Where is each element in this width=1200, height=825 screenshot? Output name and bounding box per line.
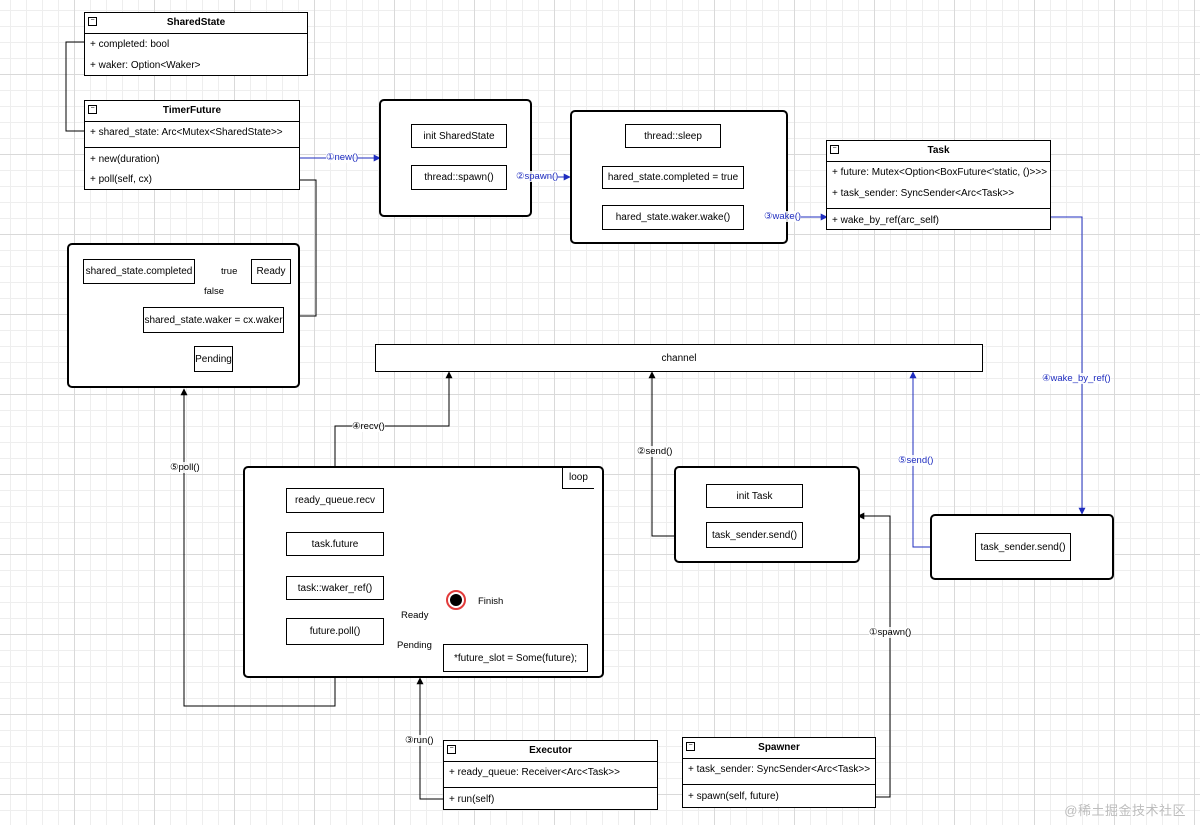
edge-label-ready: Ready bbox=[401, 610, 429, 621]
box-task-sender-send[interactable]: task_sender.send() bbox=[706, 522, 803, 548]
edge-label-recv: ④recv() bbox=[352, 421, 385, 432]
collapse-icon[interactable]: − bbox=[88, 105, 97, 114]
class-field: + waker: Option<Waker> bbox=[90, 60, 201, 71]
class-method: + wake_by_ref(arc_self) bbox=[827, 208, 1050, 230]
class-field: + ready_queue: Receiver<Arc<Task>> bbox=[449, 767, 620, 778]
class-method: + run(self) bbox=[444, 787, 657, 809]
loop-tag: loop bbox=[562, 468, 594, 489]
finish-state-icon bbox=[446, 590, 466, 610]
edge-sharedstate-timerfuture bbox=[65, 41, 86, 132]
class-method: + poll(self, cx) bbox=[90, 174, 152, 185]
collapse-icon[interactable]: − bbox=[830, 145, 839, 154]
box-init-task[interactable]: init Task bbox=[706, 484, 803, 508]
box-poll-pending[interactable]: Pending bbox=[194, 346, 233, 372]
edge-label-true: true bbox=[221, 266, 238, 277]
edge-label-wake-by-ref: ④wake_by_ref() bbox=[1042, 373, 1111, 384]
box-thread-spawn[interactable]: thread::spawn() bbox=[411, 165, 507, 190]
box-task-waker-ref[interactable]: task::waker_ref() bbox=[286, 576, 384, 600]
class-executor[interactable]: − Executor + ready_queue: Receiver<Arc<Ta… bbox=[443, 740, 658, 810]
class-field: + task_sender: SyncSender<Arc<Task>> bbox=[832, 188, 1015, 199]
edge-label-false: false bbox=[204, 286, 225, 297]
class-timer-future[interactable]: − TimerFuture + shared_state: Arc<Mutex<S… bbox=[84, 100, 300, 190]
edge-label-spawn: ②spawn() bbox=[516, 171, 559, 182]
class-header: − Task bbox=[827, 141, 1050, 162]
class-title: Executor bbox=[529, 745, 572, 756]
box-poll-completed[interactable]: shared_state.completed bbox=[83, 259, 195, 284]
watermark: @稀土掘金技术社区 bbox=[1064, 803, 1186, 818]
class-spawner[interactable]: − Spawner + task_sender: SyncSender<Arc<T… bbox=[682, 737, 876, 808]
edge-label-new: ①new() bbox=[326, 152, 359, 163]
collapse-icon[interactable]: − bbox=[686, 742, 695, 751]
group-timer-new[interactable] bbox=[379, 99, 532, 217]
edge-label-send: ②send() bbox=[637, 446, 673, 457]
class-task[interactable]: − Task + future: Mutex<Option<BoxFuture<'… bbox=[826, 140, 1051, 230]
edge-label-wake: ③wake() bbox=[764, 211, 802, 222]
edge-label-spawn1: ①spawn() bbox=[869, 627, 912, 638]
edge-label-send5: ⑤send() bbox=[898, 455, 934, 466]
class-method: + new(duration) bbox=[85, 147, 299, 169]
box-init-shared-state[interactable]: init SharedState bbox=[411, 124, 507, 148]
box-ready-queue-recv[interactable]: ready_queue.recv bbox=[286, 488, 384, 513]
box-thread-sleep[interactable]: thread::sleep bbox=[625, 124, 721, 148]
box-task-future[interactable]: task.future bbox=[286, 532, 384, 556]
class-field: + future: Mutex<Option<BoxFuture<'static… bbox=[832, 167, 1048, 178]
box-poll-ready[interactable]: Ready bbox=[251, 259, 291, 284]
class-title: SharedState bbox=[166, 17, 226, 28]
class-title: Spawner bbox=[758, 742, 800, 753]
class-header: − SharedState bbox=[85, 13, 307, 34]
box-channel[interactable]: channel bbox=[375, 344, 983, 372]
edge-label-pending: Pending bbox=[397, 640, 432, 651]
box-future-poll[interactable]: future.poll() bbox=[286, 618, 384, 645]
class-header: − TimerFuture bbox=[85, 101, 299, 122]
group-spawn-task[interactable] bbox=[674, 466, 860, 563]
class-title: TimerFuture bbox=[162, 105, 222, 116]
class-field: + task_sender: SyncSender<Arc<Task>> bbox=[688, 764, 871, 775]
box-poll-set-waker[interactable]: shared_state.waker = cx.waker bbox=[143, 307, 284, 333]
class-field: + completed: bool bbox=[90, 39, 170, 50]
class-title: Task bbox=[927, 145, 950, 156]
edge-label-run: ③run() bbox=[405, 735, 434, 746]
edge-loop-recv-to-channel bbox=[334, 371, 453, 467]
box-task-sender-send-wake[interactable]: task_sender.send() bbox=[975, 533, 1071, 561]
class-header: − Spawner bbox=[683, 738, 875, 759]
class-shared-state[interactable]: − SharedState + completed: bool + waker: … bbox=[84, 12, 308, 76]
box-future-slot[interactable]: *future_slot = Some(future); bbox=[443, 644, 588, 672]
box-waker-wake[interactable]: hared_state.waker.wake() bbox=[602, 205, 744, 230]
edge-poll-to-flow bbox=[300, 179, 317, 317]
edge-wakebyref-call bbox=[1050, 216, 1086, 515]
class-method: + spawn(self, future) bbox=[683, 784, 875, 806]
edge-label-poll: ⑤poll() bbox=[170, 462, 200, 473]
collapse-icon[interactable]: − bbox=[447, 745, 456, 754]
collapse-icon[interactable]: − bbox=[88, 17, 97, 26]
finish-label: Finish bbox=[478, 596, 504, 607]
group-wake-send[interactable] bbox=[930, 514, 1114, 580]
class-field: + shared_state: Arc<Mutex<SharedState>> bbox=[90, 127, 283, 138]
box-completed-true[interactable]: hared_state.completed = true bbox=[602, 166, 744, 189]
class-header: − Executor bbox=[444, 741, 657, 762]
